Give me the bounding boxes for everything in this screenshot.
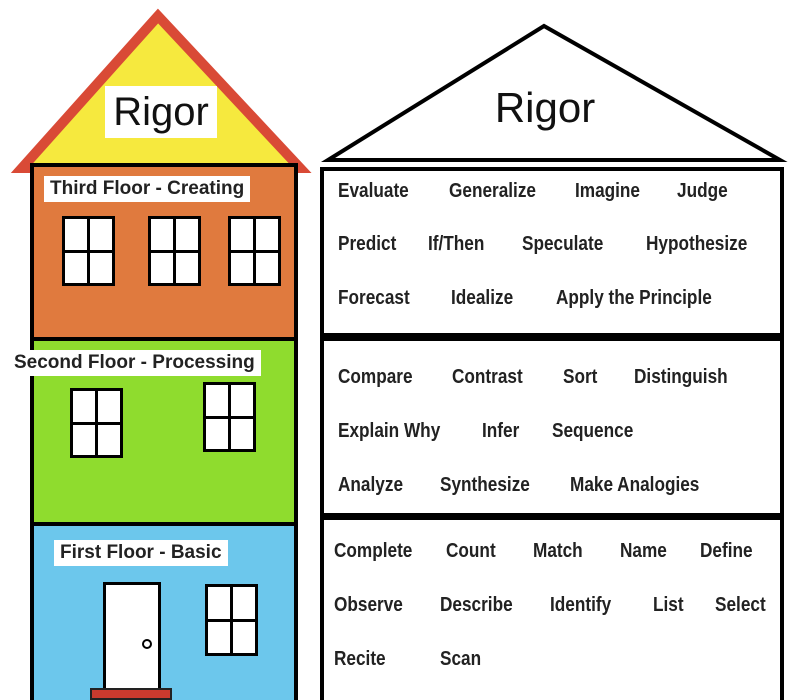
verb-word: Sequence bbox=[552, 420, 634, 442]
verb-word: Make Analogies bbox=[570, 474, 700, 496]
verb-word: Generalize bbox=[449, 180, 537, 202]
verb-word: List bbox=[653, 594, 684, 616]
verb-word: Apply the Principle bbox=[556, 287, 712, 309]
window-icon bbox=[148, 216, 201, 286]
verb-word: If/Then bbox=[428, 233, 485, 255]
verb-word: Contrast bbox=[452, 366, 523, 388]
verb-word: Recite bbox=[334, 648, 386, 670]
verb-word: Describe bbox=[440, 594, 513, 616]
verb-word: Hypothesize bbox=[646, 233, 748, 255]
verb-word: Explain Why bbox=[338, 420, 441, 442]
doorstep bbox=[90, 688, 172, 700]
window-icon bbox=[205, 584, 258, 656]
verb-word: Infer bbox=[482, 420, 520, 442]
verb-word: Analyze bbox=[338, 474, 404, 496]
verb-word: Count bbox=[446, 540, 496, 562]
right-roof bbox=[320, 23, 788, 162]
verb-word: Evaluate bbox=[338, 180, 409, 202]
verb-word: Imagine bbox=[575, 180, 640, 202]
verb-word: Select bbox=[715, 594, 766, 616]
door-icon bbox=[103, 582, 161, 694]
verb-word: Observe bbox=[334, 594, 403, 616]
verb-word: Define bbox=[700, 540, 753, 562]
verb-word: Sort bbox=[563, 366, 598, 388]
window-icon bbox=[70, 388, 123, 458]
verb-word: Distinguish bbox=[634, 366, 728, 388]
verb-word: Match bbox=[533, 540, 583, 562]
creating-verbs-box bbox=[320, 167, 784, 337]
left-roof-title: Rigor bbox=[105, 86, 217, 138]
processing-verbs-box bbox=[320, 337, 784, 517]
verb-word: Complete bbox=[334, 540, 413, 562]
verb-word: Identify bbox=[550, 594, 612, 616]
window-icon bbox=[62, 216, 115, 286]
third-floor-label: Third Floor - Creating bbox=[44, 176, 251, 202]
right-roof-title: Rigor bbox=[494, 84, 596, 131]
verb-word: Judge bbox=[677, 180, 728, 202]
window-icon bbox=[228, 216, 281, 286]
verb-word: Predict bbox=[338, 233, 397, 255]
verb-word: Scan bbox=[440, 648, 482, 670]
verb-word: Speculate bbox=[522, 233, 604, 255]
second-floor-label: Second Floor - Processing bbox=[8, 350, 261, 376]
verb-word: Forecast bbox=[338, 287, 410, 309]
verb-word: Name bbox=[620, 540, 667, 562]
window-icon bbox=[203, 382, 256, 452]
first-floor-label: First Floor - Basic bbox=[54, 540, 228, 566]
door-knob-icon bbox=[142, 639, 152, 649]
verb-word: Compare bbox=[338, 366, 413, 388]
verb-word: Synthesize bbox=[440, 474, 530, 496]
basic-verbs-box bbox=[320, 516, 784, 700]
verb-word: Idealize bbox=[451, 287, 514, 309]
